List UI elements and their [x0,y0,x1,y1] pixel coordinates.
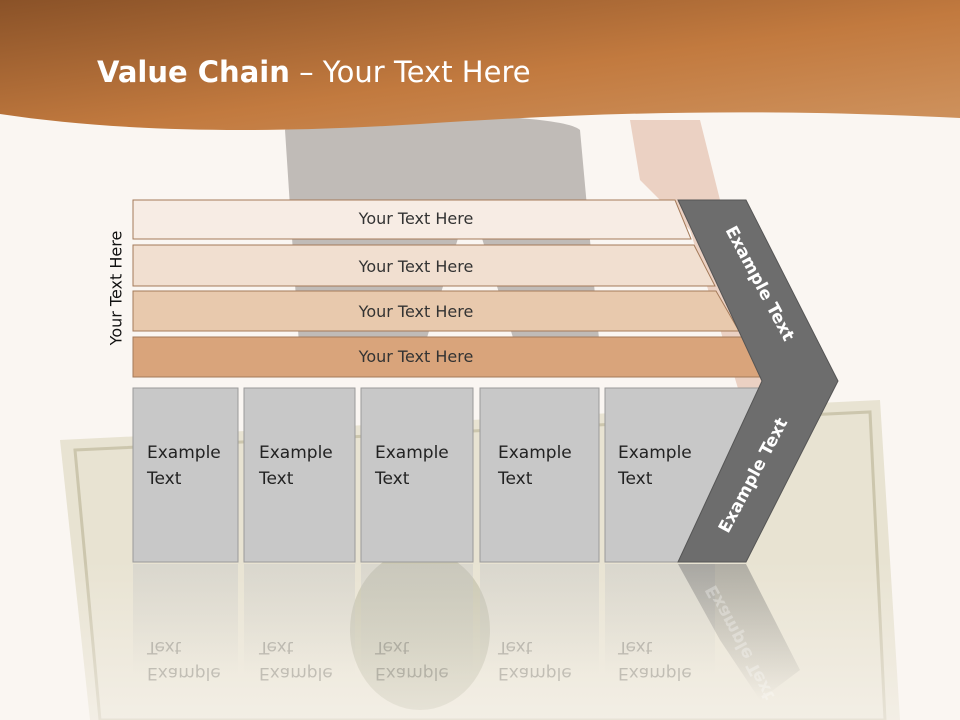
primary-box-1-line1: Example [147,443,221,463]
reflection-box-3 [361,564,473,674]
reflection-text-3-line2: Text [375,637,410,657]
reflection-box-4 [480,564,599,674]
reflection-box-1 [133,564,238,674]
primary-box-2-line1: Example [259,443,333,463]
reflection-text-1-line1: Example [147,663,221,683]
reflection-text-1-line2: Text [147,637,182,657]
reflection-text-2-line1: Example [259,663,333,683]
reflection-text-2-line2: Text [259,637,294,657]
primary-box-4 [479,387,600,563]
primary-box-5-line2: Text [618,469,653,489]
reflection-text-5: Example Text [618,634,692,686]
reflection-text-4: Example Text [498,634,572,686]
reflection-text-4-line1: Example [498,663,572,683]
support-bar-2-label: Your Text Here [358,257,474,276]
reflection-text-3-line1: Example [375,663,449,683]
reflection-box-2 [244,564,355,674]
reflection-text-5-line2: Text [618,637,653,657]
primary-box-5-line1: Example [618,443,692,463]
reflection-text-4-line2: Text [498,637,533,657]
support-bar-1-label: Your Text Here [358,209,474,228]
support-bar-4-label: Your Text Here [358,347,474,366]
primary-box-3-line1: Example [375,443,449,463]
reflection-text-2: Example Text [259,634,333,686]
support-bar-2 [132,244,716,287]
title-bold: Value Chain [97,55,290,89]
primary-box-1-line2: Text [147,469,182,489]
reflection-text-5-line1: Example [618,663,692,683]
title-rest: – Your Text Here [289,55,531,89]
margin-chevron [677,199,839,563]
reflection-text-3: Example Text [375,634,449,686]
margin-chevron-reflection [678,564,800,700]
primary-box-2 [243,387,356,563]
page-title: Value Chain – Your Text Here [97,55,531,89]
primary-box-3 [360,387,474,563]
support-bar-1 [132,199,692,240]
primary-box-1 [132,387,239,563]
support-bar-3-label: Your Text Here [358,302,474,321]
header-band [0,0,960,130]
primary-box-3-line2: Text [375,469,410,489]
primary-box-2-line2: Text [259,469,294,489]
reflection-text-1: Example Text [147,634,221,686]
primary-box-4-line2: Text [498,469,533,489]
primary-box-4-line1: Example [498,443,572,463]
